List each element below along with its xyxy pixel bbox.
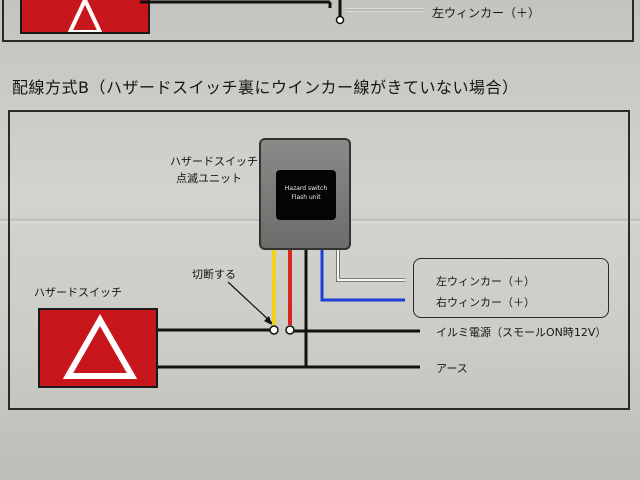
hazard-switch [38,308,158,388]
blue-wire [320,250,405,302]
cut-label: 切断する [192,268,236,281]
flash-unit-caption-line2: 点滅ユニット [176,172,242,185]
earth-label: アース [436,362,468,375]
illumination-label: イルミ電源（スモールON時12V） [436,326,607,339]
top-hazard-switch [20,0,150,34]
cut-arrow-icon [264,316,272,325]
flash-unit-caption-line1: ハザードスイッチ [170,155,258,168]
flash-unit-screen-line1: Hazard switch [284,185,328,192]
flash-unit-screen: Hazard switch Flash unit [276,170,336,220]
cut-pointer-line [227,281,273,324]
flash-unit-screen-line2: Flash unit [291,194,321,201]
white-wire [336,250,405,282]
right-winker-label: 右ウィンカー（＋） [436,296,535,309]
flash-unit: Hazard switch Flash unit [259,138,351,250]
main-diagram-frame [8,110,630,410]
top-wires [140,0,425,25]
section-title: 配線方式B（ハザードスイッチ裏にウインカー線がきていない場合） [12,78,519,97]
hazard-triangle-icon [62,313,138,379]
left-winker-label: 左ウィンカー（＋） [436,275,535,288]
cut-terminal-yellow [269,325,279,335]
winker-group-box [413,258,609,318]
top-left-winker-label: 左ウィンカー（＋） [432,6,541,20]
white-wire-outline [336,250,405,282]
cut-terminal-red [285,325,295,335]
hazard-switch-label: ハザードスイッチ [34,286,122,299]
top-diagram-frame [2,0,634,42]
